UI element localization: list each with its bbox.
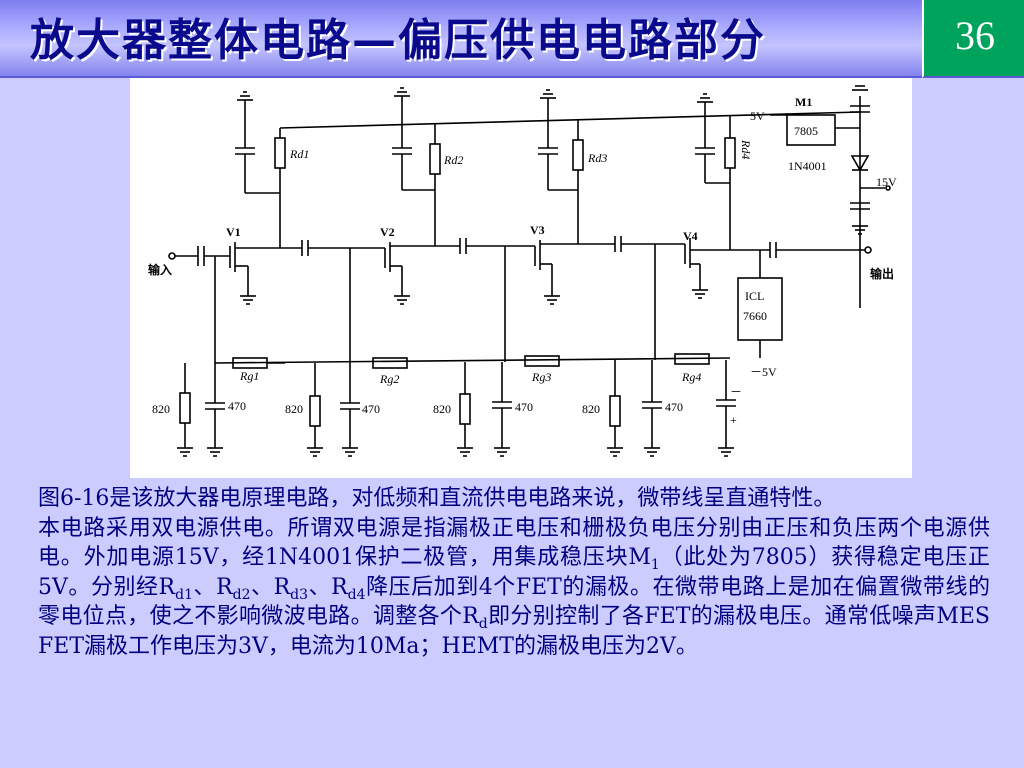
rg1-label: Rg1 bbox=[239, 369, 259, 383]
bypass-capacitor-3 bbox=[538, 89, 578, 191]
r820-label-3: 820 bbox=[433, 402, 451, 416]
subscript: d2 bbox=[232, 586, 251, 603]
drain-resistor-rd2 bbox=[429, 124, 441, 246]
c470-label-2: 470 bbox=[362, 402, 380, 416]
subscript: d1 bbox=[175, 586, 193, 603]
rd3-label: Rd3 bbox=[587, 151, 607, 165]
fet-v4 bbox=[684, 238, 730, 299]
drain-resistor-rd1 bbox=[274, 128, 286, 248]
r820-label-4: 820 bbox=[582, 402, 600, 416]
icl7660-converter bbox=[737, 250, 783, 358]
text-run: 、R bbox=[193, 574, 233, 600]
rd4-label: Rd4 bbox=[739, 139, 753, 159]
r820-label-1: 820 bbox=[152, 402, 170, 416]
v2-label: V2 bbox=[380, 225, 395, 239]
slide-title: 放大器整体电路—偏压供电电路部分 bbox=[30, 15, 766, 66]
cap-minus-label: － bbox=[730, 385, 742, 399]
rg4-label: Rg4 bbox=[681, 370, 701, 384]
bottom-grounds bbox=[177, 447, 734, 457]
input-label: 输入 bbox=[148, 262, 172, 277]
body-text: 图6-16是该放大器电原理电路，对低频和直流供电电路来说，微带线呈直通特性。 本… bbox=[38, 484, 990, 661]
paragraph-power-supply: 本电路采用双电源供电。所谓双电源是指漏极正电压和栅极负电压分别由正压和负压两个电… bbox=[38, 514, 990, 662]
subscript: d4 bbox=[347, 586, 366, 603]
text-run: 、R bbox=[250, 574, 291, 600]
cap-plus-label: + bbox=[730, 413, 737, 427]
rg2-label: Rg2 bbox=[379, 372, 399, 386]
title-bar: 放大器整体电路—偏压供电电路部分 bbox=[0, 0, 922, 78]
drain-supply-rail bbox=[279, 111, 861, 129]
rd1-label: Rd1 bbox=[289, 147, 309, 161]
m1-label: M1 bbox=[795, 95, 812, 109]
drain-resistor-rd3 bbox=[572, 120, 584, 244]
circuit-schematic: Rd1 Rd2 Rd3 Rd4 输入 输出 V1 V2 V3 bbox=[148, 85, 897, 457]
circuit-diagram: Rd1 Rd2 Rd3 Rd4 输入 输出 V1 V2 V3 bbox=[130, 78, 912, 478]
fet-v2 bbox=[384, 242, 435, 305]
diode-label: 1N4001 bbox=[788, 159, 827, 173]
bypass-capacitor-1 bbox=[235, 91, 280, 194]
neg-five-volt-label: －5V bbox=[750, 365, 777, 379]
gate-network-2 bbox=[309, 248, 408, 448]
icl-label: ICL bbox=[745, 289, 764, 303]
bypass-capacitor-2 bbox=[392, 87, 435, 191]
c470-label-1: 470 bbox=[228, 399, 246, 413]
v1-label: V1 bbox=[226, 225, 241, 239]
text-run: 、R bbox=[308, 574, 348, 600]
gate-bias-rail bbox=[214, 357, 731, 364]
drain-resistor-rd4 bbox=[724, 116, 736, 250]
bypass-capacitor-4 bbox=[695, 93, 730, 184]
subscript: d3 bbox=[290, 586, 309, 603]
page-number-box: 36 bbox=[922, 0, 1024, 78]
text-run: 即分别控制了各FET的漏极电压。通常低噪声MES FET漏极工作电压为3V，电流… bbox=[38, 604, 990, 659]
subscript: 1 bbox=[650, 557, 660, 573]
gate-network-4 bbox=[609, 244, 736, 448]
fifteen-volt-label: 15V bbox=[876, 175, 897, 189]
fet-v3 bbox=[534, 240, 578, 305]
gate-network-3 bbox=[459, 246, 560, 448]
output-label: 输出 bbox=[870, 266, 894, 281]
text-run: （此处为7805）获得稳定电压正5V。分别经R bbox=[38, 545, 990, 600]
icl-part-label: 7660 bbox=[743, 309, 767, 323]
paragraph-figure-note: 图6-16是该放大器电原理电路，对低频和直流供电电路来说，微带线呈直通特性。 bbox=[38, 486, 836, 511]
v3-label: V3 bbox=[530, 223, 545, 237]
regulator-7805 bbox=[770, 85, 891, 308]
c470-label-4: 470 bbox=[665, 400, 683, 414]
five-volt-label: 5V bbox=[750, 109, 765, 123]
c470-label-3: 470 bbox=[515, 400, 533, 414]
page-number: 36 bbox=[955, 13, 995, 58]
fet-v1 bbox=[229, 242, 280, 305]
subscript: d bbox=[478, 616, 488, 632]
r820-label-2: 820 bbox=[285, 402, 303, 416]
rg3-label: Rg3 bbox=[531, 370, 551, 384]
v4-label: V4 bbox=[683, 229, 698, 243]
regulator-label: 7805 bbox=[794, 124, 818, 138]
text-run: 降压后加到4个FET的漏极。在微带电路上是加在偏置微带线的零电位点，使之不影响微… bbox=[38, 574, 990, 630]
signal-path bbox=[168, 236, 872, 266]
gate-network-1 bbox=[179, 256, 285, 448]
text-run: 本电路采用双电源供电。所谓双电源是指漏极正电压和栅极负电压分别由正压和负压两个电… bbox=[38, 515, 990, 571]
rd2-label: Rd2 bbox=[443, 153, 463, 167]
